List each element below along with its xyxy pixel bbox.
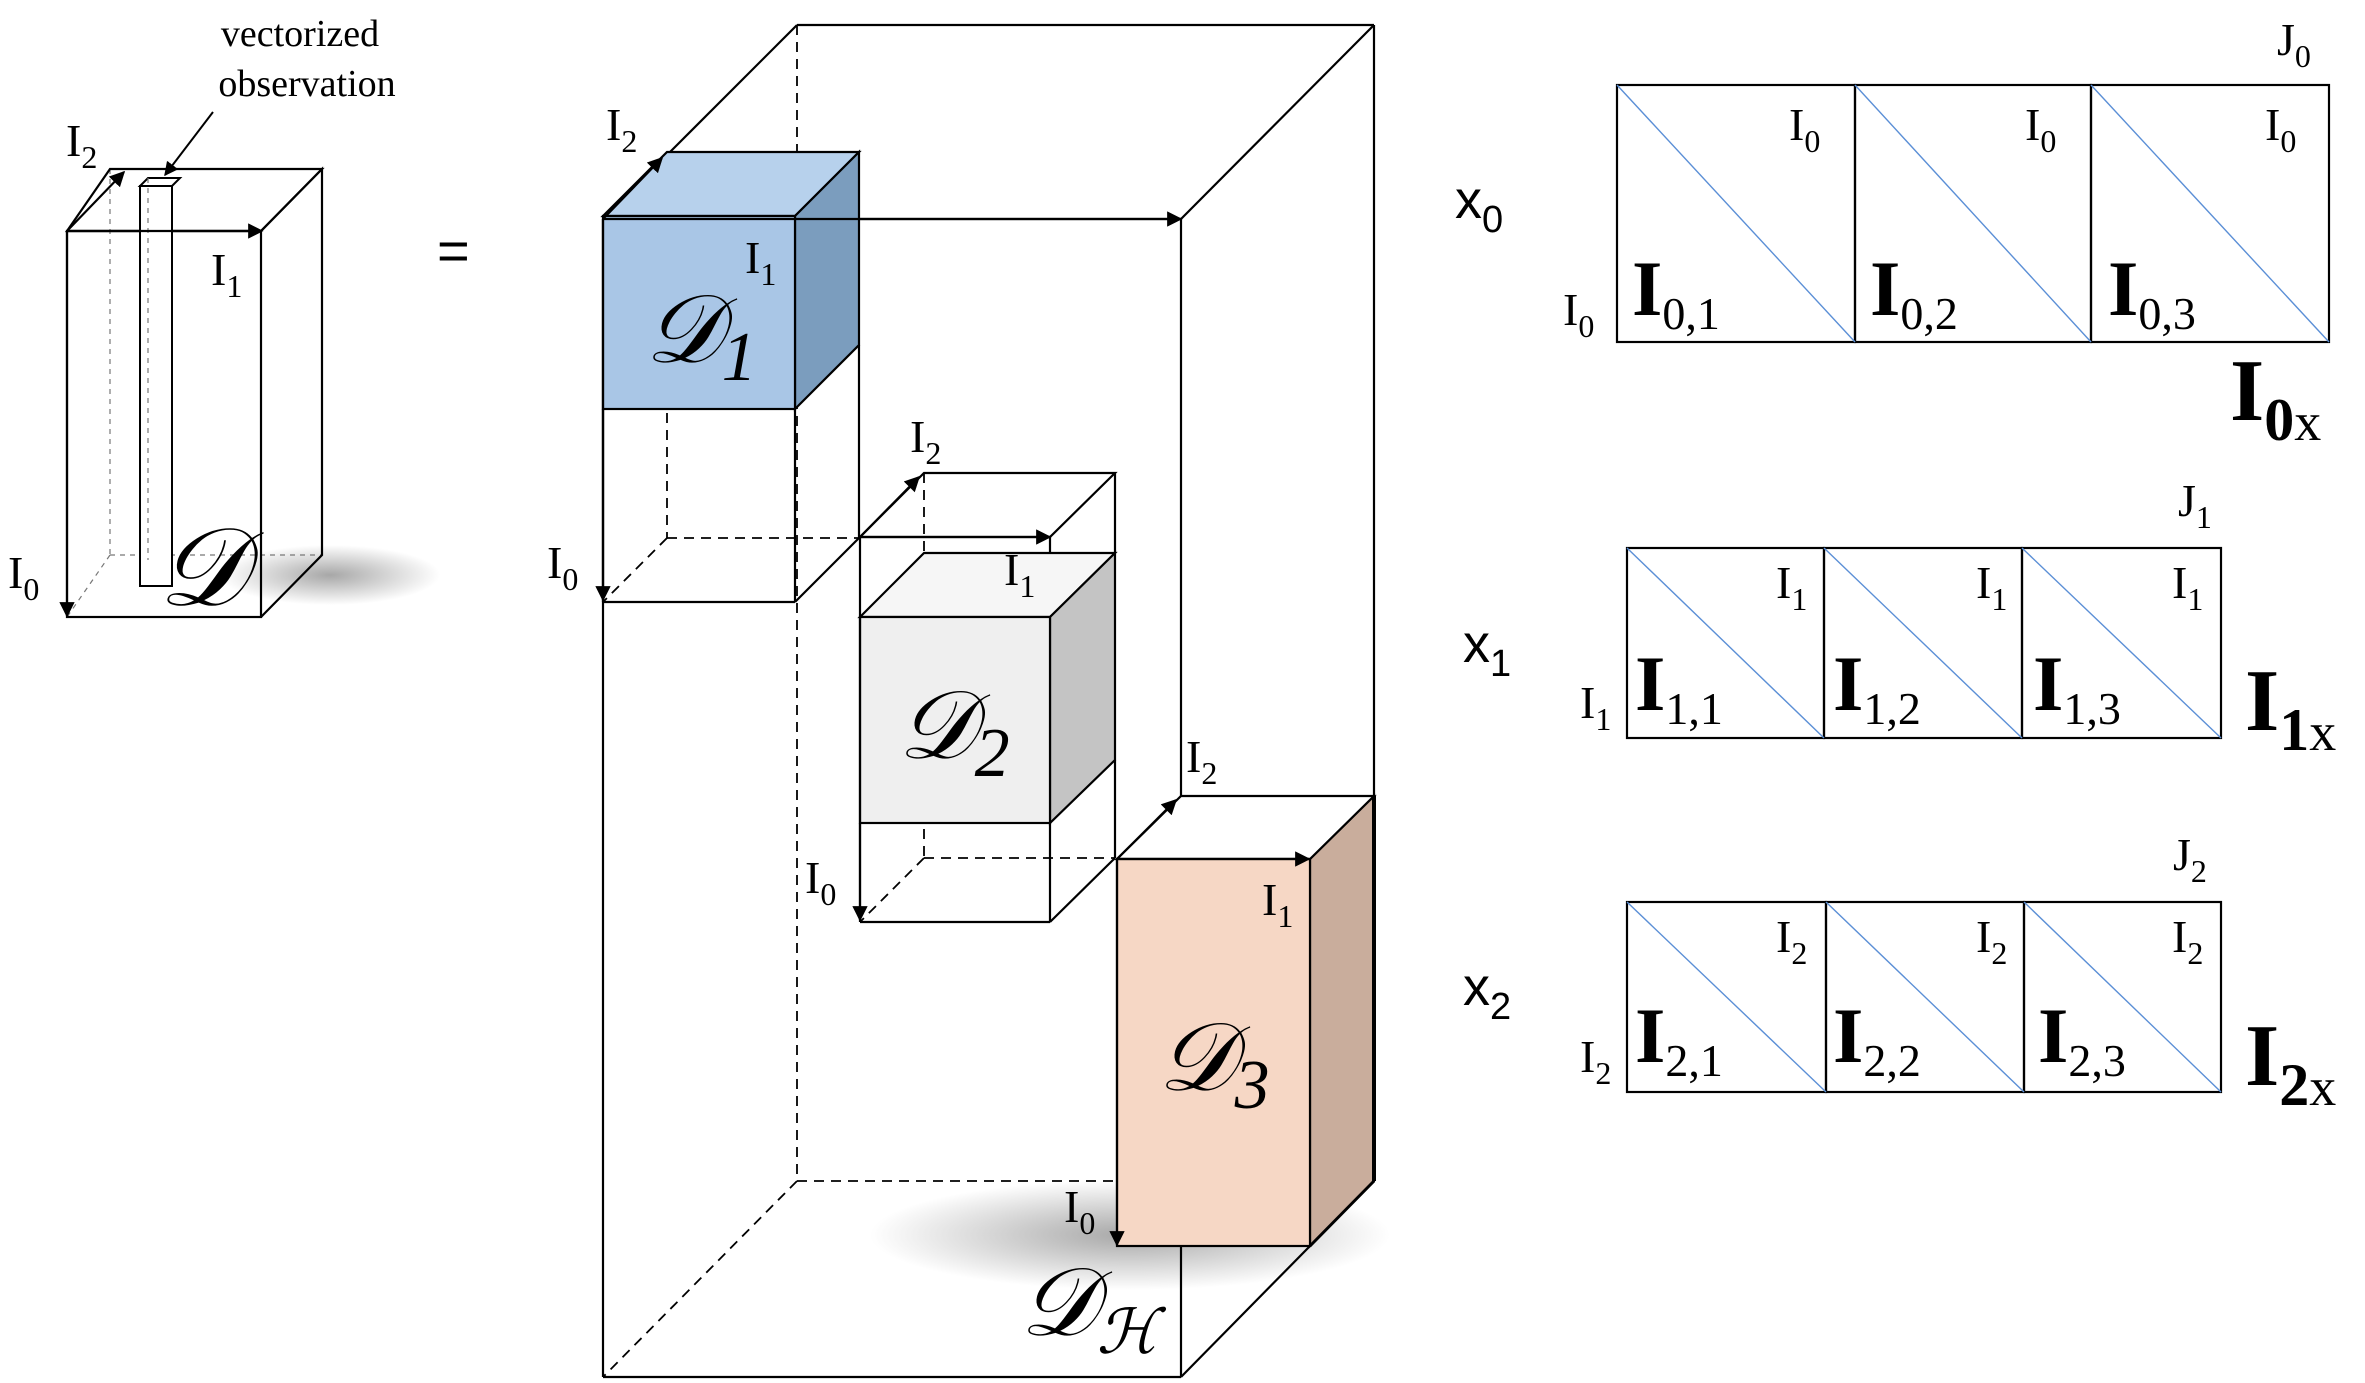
cell-22-label-I2: I2 [1976, 911, 2007, 971]
block-I11: I1,1 [1635, 640, 1723, 734]
DH-symbol: 𝒟ℋ [1020, 1249, 1167, 1367]
block-I22: I2,2 [1833, 992, 1921, 1086]
block-I12: I1,2 [1833, 640, 1921, 734]
D2-label-I0: I0 [805, 852, 836, 912]
mode-label-x0: x0 [1455, 170, 1503, 241]
block-I02: I0,2 [1870, 245, 1958, 339]
row-label-I1: I1 [1580, 677, 1611, 737]
data-tensor-D: vectorized observation I2 I1 I0 𝒟 [8, 13, 440, 629]
cell-23-label-I2: I2 [2172, 911, 2203, 971]
block-I23: I2,3 [2038, 992, 2126, 1086]
block-D2-front-face [858, 615, 1052, 825]
D1-label-I0: I0 [547, 537, 578, 597]
block-I03: I0,3 [2108, 245, 2196, 339]
block-D3-side-face [1308, 793, 1376, 1249]
label-J2: J2 [2173, 829, 2207, 889]
block-D1: I2 I1 I0 𝒟1 [547, 99, 1183, 604]
block-I21: I2,1 [1635, 992, 1723, 1086]
mode-2-unfolding: x2 J2 I2 I2 I2 I2 I2,1 I2,2 I2,3 I2x [1463, 829, 2336, 1118]
D1-label-I1: I1 [745, 232, 776, 292]
callout-arrow [164, 111, 214, 177]
block-D3-front-face [1115, 857, 1312, 1248]
block-D3: I2 I1 I0 𝒟3 [1064, 731, 1377, 1249]
cell-13-label-I1: I1 [2172, 557, 2203, 617]
cell-02-label-I0: I0 [2025, 99, 2056, 159]
cell-03-label-I0: I0 [2265, 99, 2296, 159]
block-D1-front-face [601, 214, 797, 411]
label-J1: J1 [2178, 475, 2212, 535]
cell-11-label-I1: I1 [1776, 557, 1807, 617]
axis-label-I2: I2 [66, 115, 97, 175]
D2-label-I1: I1 [1004, 544, 1035, 604]
mode-0-unfolding: x0 J0 I0 I0 I0 I0 I0,1 I0,2 I0,3 I0x [1455, 14, 2331, 453]
cell-12-label-I1: I1 [1976, 557, 2007, 617]
block-term-tensor-DH: I2 I1 I0 𝒟1 I2 I1 [547, 23, 1390, 1379]
label-J0: J0 [2277, 14, 2311, 74]
axis-label-I0: I0 [8, 547, 39, 607]
equals-sign: = [437, 219, 470, 282]
axis-I2-arrow [66, 170, 126, 232]
D3-label-I2: I2 [1186, 731, 1217, 791]
block-D2: I2 I1 I0 𝒟2 [805, 411, 1118, 924]
block-I13: I1,3 [2033, 640, 2121, 734]
matrix-I1x: I1x [2245, 653, 2336, 763]
row-label-I2: I2 [1580, 1031, 1611, 1091]
matrix-I0x: I0x [2230, 343, 2321, 453]
row-label-I0: I0 [1563, 284, 1594, 344]
D3-label-I1: I1 [1262, 874, 1293, 934]
axis-label-I1: I1 [211, 244, 242, 304]
vectorized-label-line1: vectorized [221, 13, 379, 55]
mode-1-unfolding: x1 J1 I1 I1 I1 I1 I1,1 I1,2 I1,3 I1x [1463, 475, 2336, 763]
vectorized-label-line2: observation [218, 63, 395, 105]
D2-label-I2: I2 [910, 411, 941, 471]
cell-21-label-I2: I2 [1776, 911, 1807, 971]
mode-label-x2: x2 [1463, 957, 1511, 1028]
D1-label-I2: I2 [606, 99, 637, 159]
matrix-I2x: I2x [2245, 1008, 2336, 1118]
D3-label-I0: I0 [1064, 1181, 1095, 1241]
mode-label-x1: x1 [1463, 614, 1511, 685]
cell-01-label-I0: I0 [1789, 99, 1820, 159]
block-I01: I0,1 [1632, 245, 1720, 339]
